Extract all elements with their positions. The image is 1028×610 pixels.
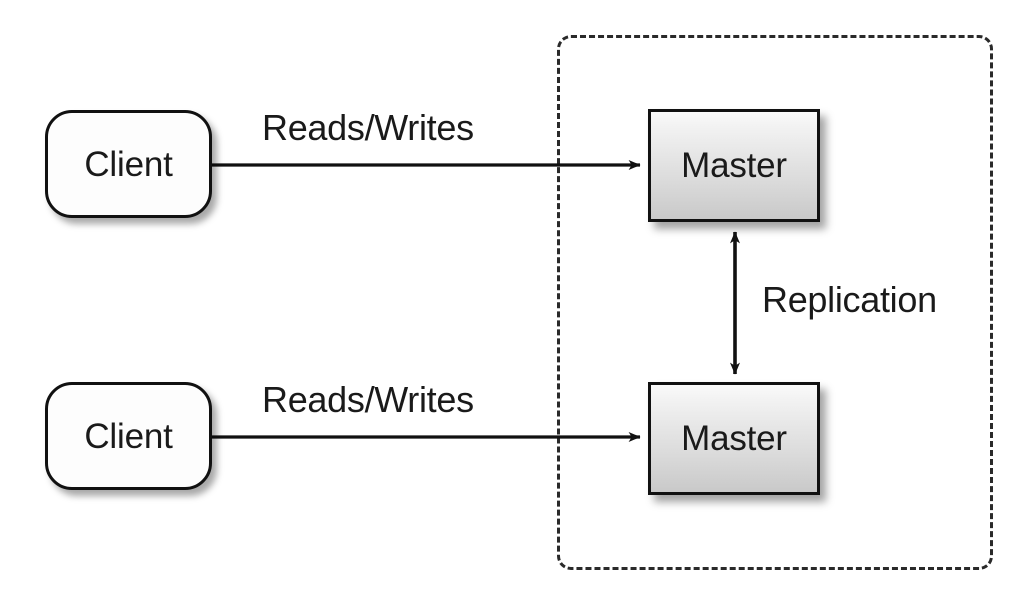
edge-label-reads-writes-bottom: Reads/Writes xyxy=(262,379,474,420)
node-master-top-label: Master xyxy=(681,146,787,185)
cluster-boundary xyxy=(557,35,993,570)
node-client-top[interactable]: Client xyxy=(45,110,212,218)
node-master-bottom[interactable]: Master xyxy=(648,382,820,495)
edge-label-reads-writes-top: Reads/Writes xyxy=(262,107,474,148)
node-client-top-label: Client xyxy=(84,144,173,184)
edge-label-replication: Replication xyxy=(762,279,937,320)
node-master-top[interactable]: Master xyxy=(648,109,820,222)
node-master-bottom-label: Master xyxy=(681,419,787,458)
node-client-bottom-label: Client xyxy=(84,416,173,456)
node-client-bottom[interactable]: Client xyxy=(45,382,212,490)
